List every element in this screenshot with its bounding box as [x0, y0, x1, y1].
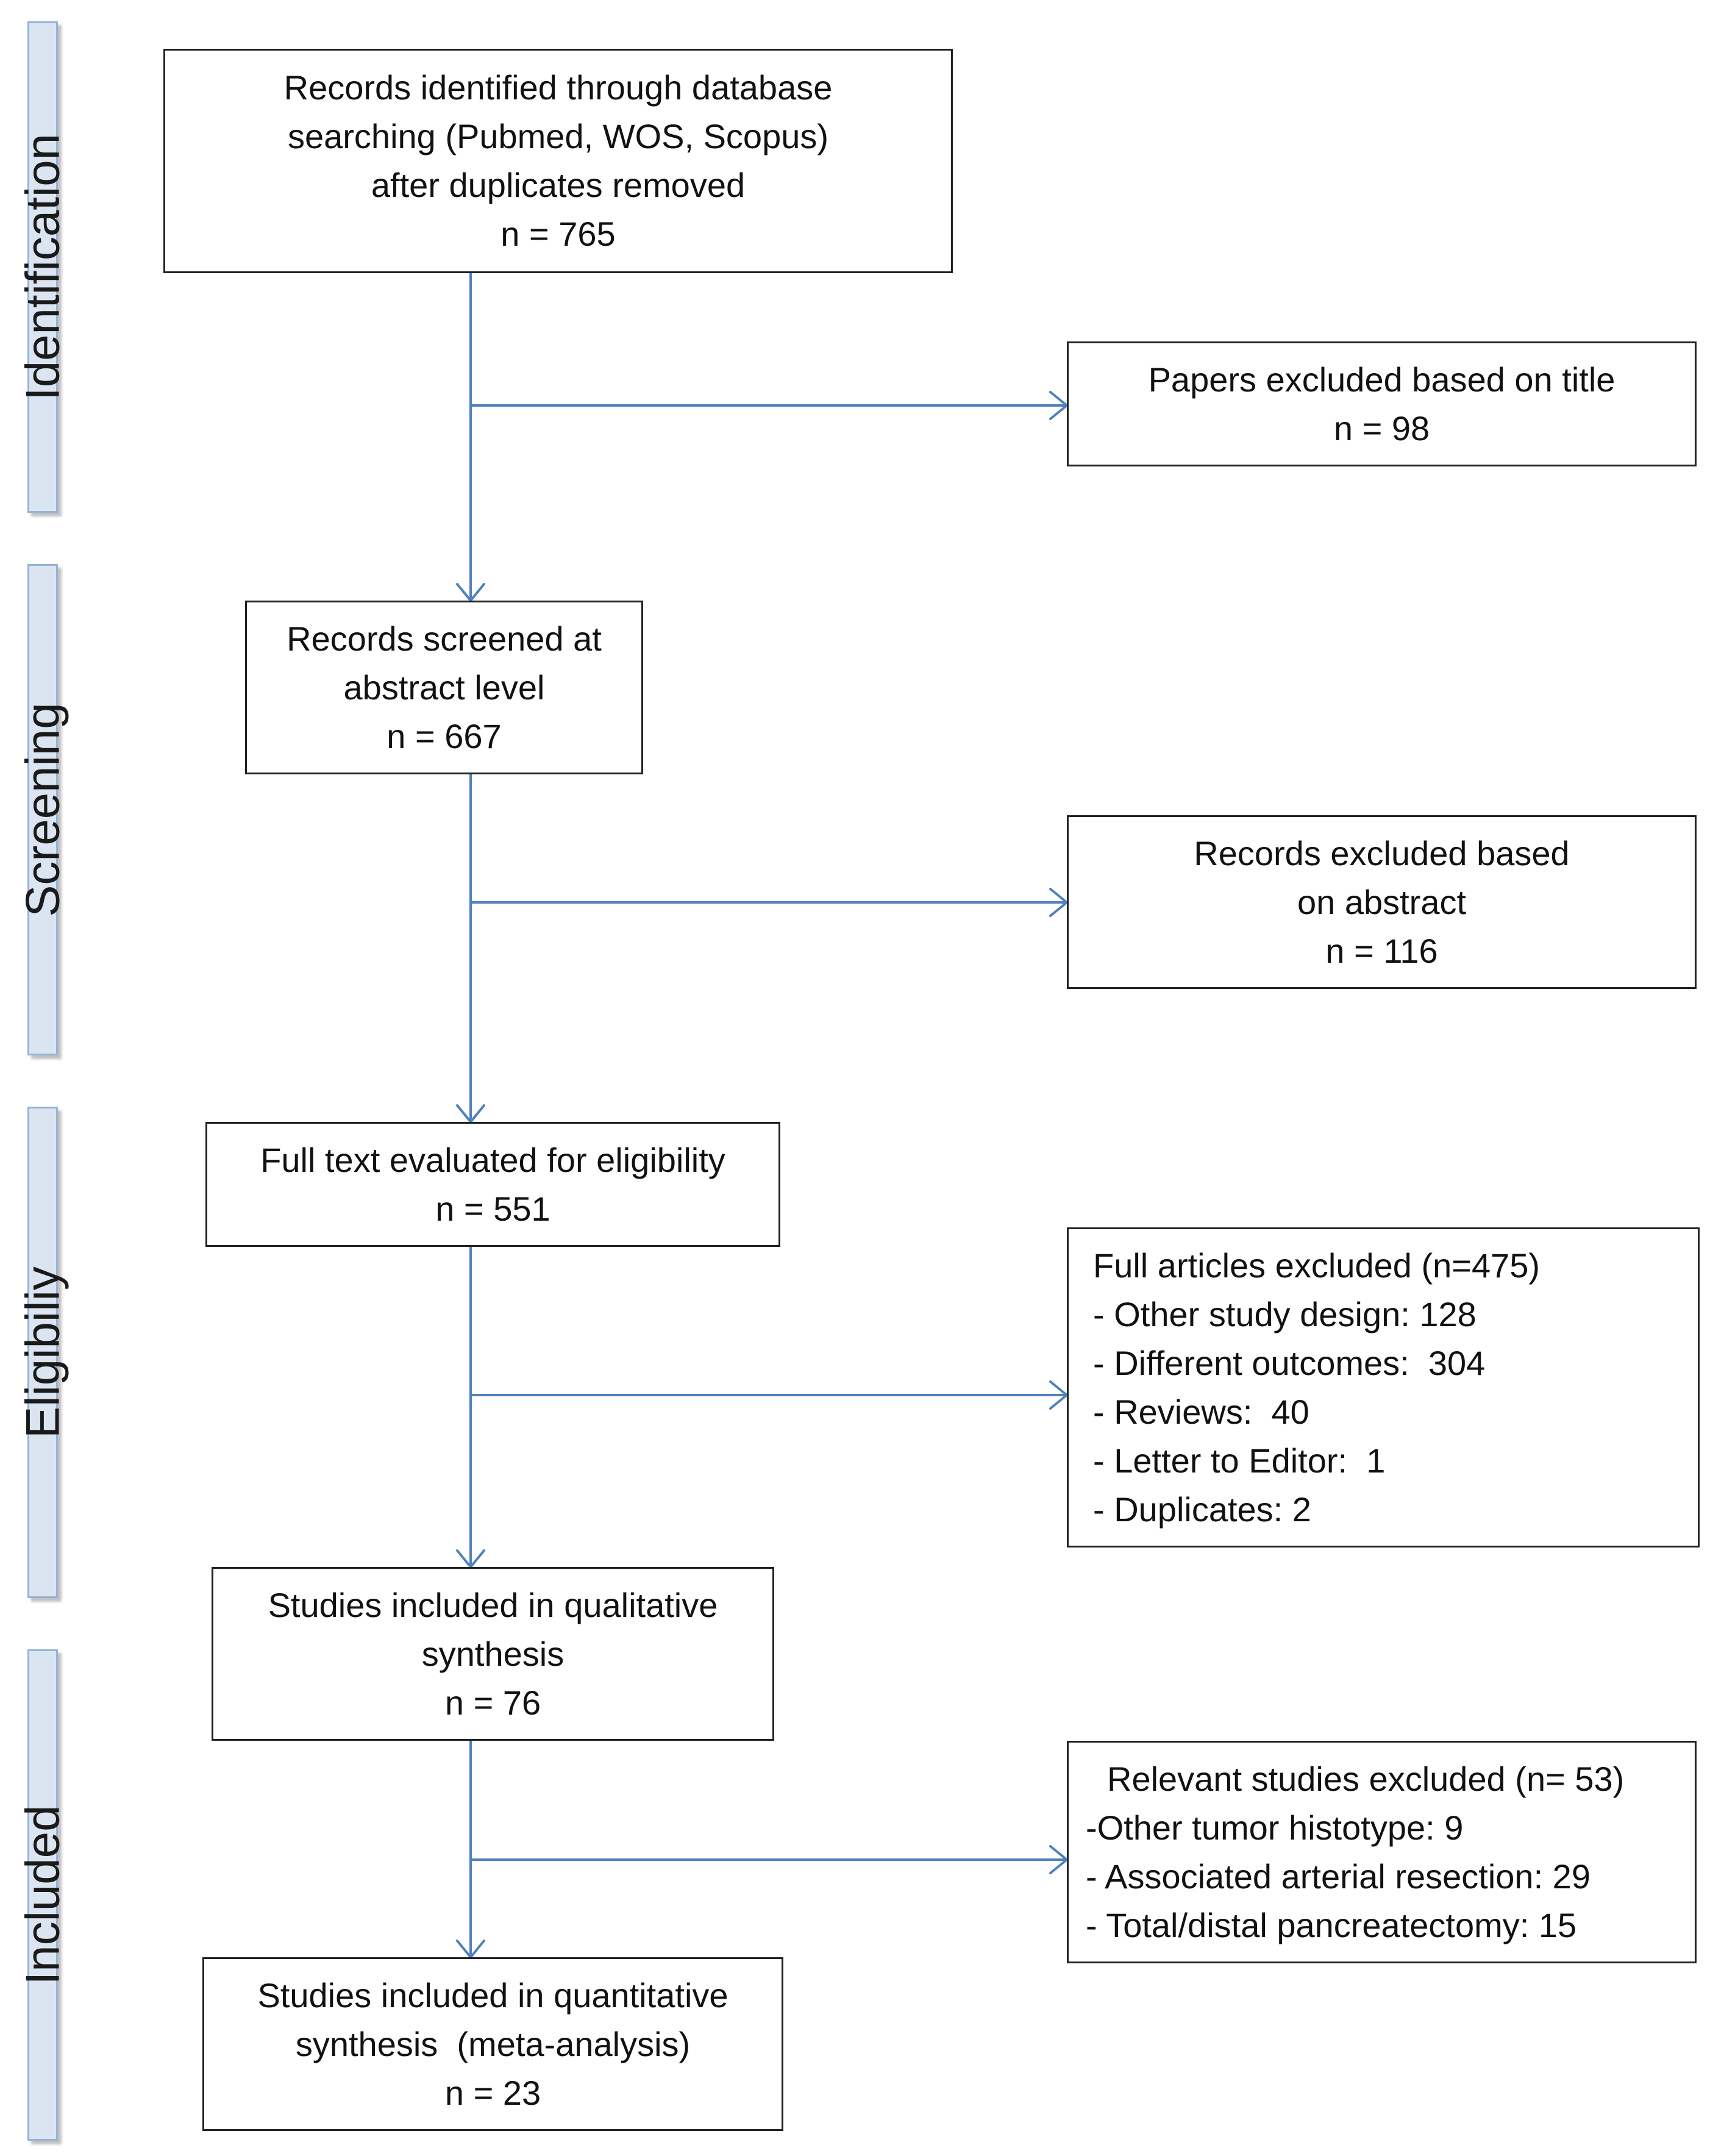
qualitative-line-1: Studies included in qualitative: [268, 1585, 718, 1624]
quantitative-line-1: Studies included in quantitative: [257, 1976, 728, 2015]
stage-identification: Identification: [16, 21, 69, 513]
quantitative-line-2: synthesis (meta-analysis): [295, 2024, 691, 2063]
excluded-fulltext-item-3: - Reviews: 40: [1093, 1392, 1309, 1431]
box-excluded-abstract: Records excluded based on abstract n = 1…: [1067, 815, 1697, 989]
screened-count: n = 667: [386, 716, 502, 755]
excluded-relevant-header: Relevant studies excluded (n= 53): [1107, 1759, 1625, 1798]
identified-line-1: Records identified through database: [283, 68, 833, 107]
excluded-abstract-line-1: Records excluded based: [1194, 833, 1570, 873]
excluded-fulltext-header: Full articles excluded (n=475): [1093, 1246, 1541, 1285]
fulltext-count: n = 551: [435, 1189, 550, 1228]
box-excluded-title: Papers excluded based on title n = 98: [1067, 341, 1697, 466]
box-fulltext-evaluated: Full text evaluated for eligibility n = …: [205, 1122, 780, 1247]
excluded-title-line-1: Papers excluded based on title: [1148, 360, 1615, 399]
quantitative-count: n = 23: [444, 2073, 541, 2112]
excluded-relevant-item-1: -Other tumor histotype: 9: [1086, 1808, 1464, 1847]
box-excluded-fulltext: Full articles excluded (n=475) - Other s…: [1067, 1227, 1700, 1547]
identified-line-2: searching (Pubmed, WOS, Scopus): [287, 117, 829, 155]
excluded-title-count: n = 98: [1333, 409, 1430, 448]
excluded-relevant-item-3: - Total/distal pancreatectomy: 15: [1086, 1905, 1577, 1944]
excluded-fulltext-item-2: - Different outcomes: 304: [1093, 1343, 1486, 1382]
identified-count: n = 765: [500, 215, 616, 253]
qualitative-line-2: synthesis: [421, 1634, 565, 1673]
qualitative-count: n = 76: [444, 1683, 541, 1722]
excluded-fulltext-item-1: - Other study design: 128: [1093, 1294, 1476, 1333]
excluded-abstract-line-2: on abstract: [1297, 882, 1467, 921]
fulltext-line-1: Full text evaluated for eligibility: [260, 1140, 725, 1179]
box-excluded-relevant: Relevant studies excluded (n= 53) -Other…: [1067, 1741, 1697, 1963]
identified-line-3: after duplicates removed: [371, 166, 746, 204]
stage-included: Included: [16, 1649, 69, 2141]
excluded-relevant-item-2: - Associated arterial resection: 29: [1086, 1857, 1590, 1896]
stage-eligibility: Eligibiliy: [16, 1107, 69, 1598]
box-records-identified: Records identified through database sear…: [163, 49, 953, 273]
stage-screening: Screening: [16, 564, 69, 1055]
excluded-abstract-count: n = 116: [1325, 931, 1438, 970]
screened-line-2: abstract level: [343, 668, 545, 707]
box-qualitative-synthesis: Studies included in qualitative synthesi…: [212, 1567, 774, 1741]
box-records-screened: Records screened at abstract level n = 6…: [245, 601, 643, 774]
box-quantitative-synthesis: Studies included in quantitative synthes…: [202, 1957, 783, 2131]
excluded-fulltext-item-4: - Letter to Editor: 1: [1093, 1441, 1386, 1480]
excluded-fulltext-item-5: - Duplicates: 2: [1093, 1490, 1311, 1529]
screened-line-1: Records screened at: [287, 619, 602, 658]
